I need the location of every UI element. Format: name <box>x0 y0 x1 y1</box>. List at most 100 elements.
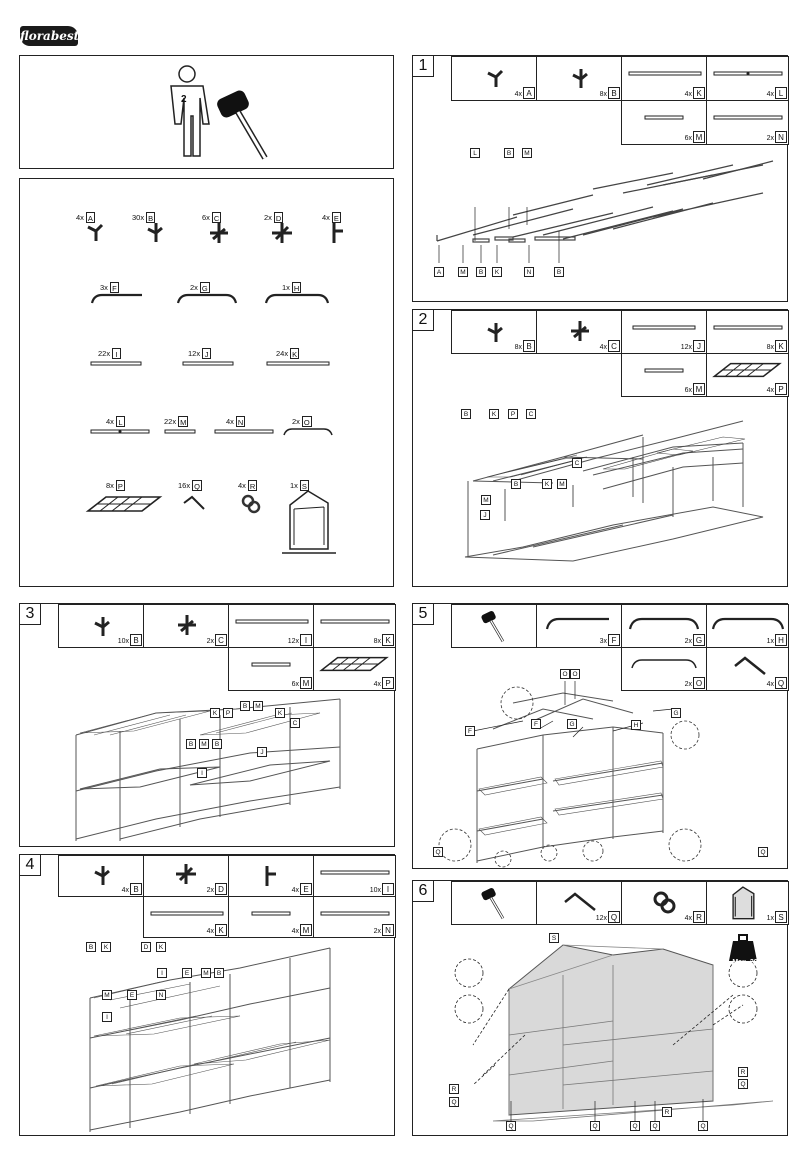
step-2-diagram <box>464 420 764 562</box>
arch-h-icon <box>711 617 785 630</box>
arch-o-icon <box>283 428 333 436</box>
step-6-mallet-cell <box>451 881 537 925</box>
step-3-tag-B: B <box>240 701 250 711</box>
tube-icon <box>320 870 390 875</box>
brand-logo: florabest <box>20 26 79 46</box>
step-1-tag-B: B <box>504 148 514 158</box>
arch-f-icon <box>90 293 142 304</box>
step-3-tag-B2: B <box>186 739 196 749</box>
connector-b-icon <box>487 323 503 342</box>
step-4-diagram <box>89 947 331 1132</box>
step-6-tag-R3: R <box>662 1107 672 1117</box>
step-5-diagram <box>438 681 702 868</box>
tube-m-icon <box>164 429 196 434</box>
step-5-tag-G: G <box>671 708 681 718</box>
mallet-icon <box>481 888 505 920</box>
connector-e-icon <box>332 223 343 243</box>
connector-c-icon <box>210 223 228 243</box>
tube-l-icon <box>90 429 150 434</box>
step-5-mallet-cell <box>451 604 537 648</box>
step-1-tag-M: M <box>522 148 532 158</box>
step-4-tag-D: D <box>141 942 151 952</box>
step-6-number: 6 <box>412 880 434 902</box>
connector-b-icon <box>572 69 588 88</box>
step-4-tag-E: E <box>182 968 192 978</box>
shelf-p-icon <box>319 656 389 672</box>
weight-limit-label: Max. 20 kg <box>732 959 758 974</box>
step-1-tag-B3: B <box>554 267 564 277</box>
tube-n-icon <box>214 429 274 434</box>
peg-q-icon <box>734 656 766 675</box>
connector-c-icon <box>571 321 589 341</box>
tube-icon <box>713 115 783 120</box>
step-5-tag-H: H <box>631 720 641 730</box>
step-2-number: 2 <box>412 309 434 331</box>
mallet-icon <box>481 611 505 643</box>
connector-d-icon <box>176 864 196 884</box>
step-5-tag-Q: Q <box>433 847 443 857</box>
connector-d-icon <box>272 223 292 243</box>
step-2-tag-J: J <box>480 510 490 520</box>
rope-r-icon <box>241 494 261 514</box>
connector-b-icon <box>94 866 110 885</box>
tube-icon <box>644 368 684 373</box>
tube-icon <box>632 325 696 330</box>
step-6-tag-R2: R <box>738 1067 748 1077</box>
arch-g-icon <box>628 617 700 630</box>
peg-q-icon <box>183 495 205 510</box>
step-5-tag-O: O <box>560 669 570 679</box>
greenhouse-cover-icon <box>732 886 755 920</box>
step-3-tag-M: M <box>253 701 263 711</box>
step-2-tag-M2: M <box>481 495 491 505</box>
step-6-tag-Q: Q <box>449 1097 459 1107</box>
arch-g-icon <box>176 293 238 304</box>
step-4-tag-K2: K <box>156 942 166 952</box>
step-2-tag-K2: K <box>542 479 552 489</box>
step-3-diagram <box>75 698 341 841</box>
step-2-tag-B: B <box>461 409 471 419</box>
step-2-tag-P: P <box>508 409 518 419</box>
step-4-tag-N: N <box>156 990 166 1000</box>
step-3-tag-K2: K <box>275 708 285 718</box>
step-2-tag-C2: C <box>572 458 582 468</box>
step-1-tag-N: N <box>524 267 534 277</box>
step-4-tag-M2: M <box>102 990 112 1000</box>
connector-b-icon <box>147 223 163 242</box>
people-tool-panel: 2 <box>19 55 394 169</box>
shelf-p-icon <box>712 362 782 378</box>
step-3-tag-C: C <box>290 718 300 728</box>
tube-icon <box>320 911 390 916</box>
